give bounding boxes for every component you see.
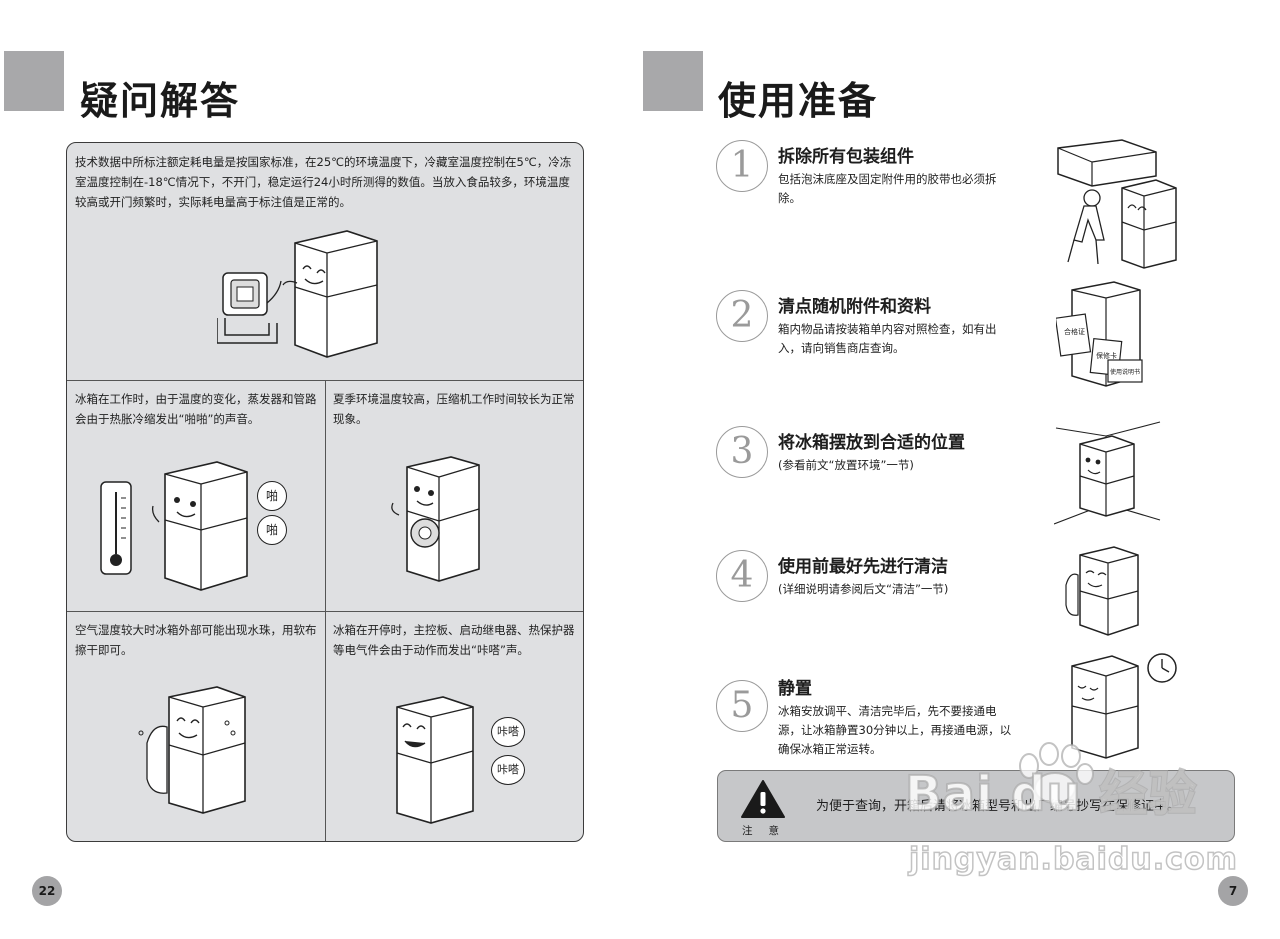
right-page-number: 7 bbox=[1218, 876, 1248, 906]
step-2-description: 箱内物品请按装箱单内容对照检查，如有出入，请向销售商店查询。 bbox=[778, 322, 997, 355]
notice-bar: 注意 为便于查询，开箱后请将冰箱型号和出厂编号抄写在保修证中。 bbox=[717, 770, 1235, 842]
left-page-title: 疑问解答 bbox=[80, 79, 241, 123]
fridge-wiping-illustration bbox=[138, 686, 246, 814]
cleaning-illustration bbox=[1065, 546, 1139, 636]
step-3-title: 将冰箱摆放到合适的位置 bbox=[778, 433, 965, 453]
step-3-number: 3 bbox=[716, 426, 768, 478]
click-bubble-2: 咔嗒 bbox=[491, 755, 525, 785]
fridge-click-illustration bbox=[396, 696, 474, 824]
accessories-illustration: 合格证 保修卡 使用说明书 bbox=[1056, 281, 1143, 387]
fridge-compressor-illustration bbox=[391, 456, 480, 582]
step-4-number: 4 bbox=[716, 550, 768, 602]
fridge-thermometer-illustration bbox=[100, 461, 248, 591]
step-5-title: 静置 bbox=[778, 679, 812, 699]
right-page-title: 使用准备 bbox=[718, 79, 879, 123]
column-divider bbox=[325, 380, 326, 841]
step-2-number: 2 bbox=[716, 290, 768, 342]
doc-label-3: 使用说明书 bbox=[1110, 368, 1140, 376]
step-3: 3 将冰箱摆放到合适的位置 (参看前文“放置环境”一节) bbox=[716, 426, 1056, 526]
step-2-title: 清点随机附件和资料 bbox=[778, 297, 931, 317]
click-bubble-1-text: 咔嗒 bbox=[497, 725, 519, 738]
bottom-left-cell-text: 空气湿度较大时冰箱外部可能出现水珠，用软布擦干即可。 bbox=[75, 623, 317, 657]
placement-illustration bbox=[1054, 421, 1161, 525]
step-4-description: (详细说明请参阅后文“清洁”一节) bbox=[778, 582, 949, 596]
step-1-title: 拆除所有包装组件 bbox=[778, 147, 914, 167]
row-divider-2 bbox=[67, 611, 583, 612]
top-cell-text: 技术数据中所标注额定耗电量是按国家标准，在25℃的环境温度下，冷藏室温度控制在5… bbox=[75, 155, 572, 209]
pop-bubble-1: 啪 bbox=[257, 481, 287, 511]
pop-bubble-2-text: 啪 bbox=[265, 523, 278, 537]
doc-label-2: 保修卡 bbox=[1096, 351, 1117, 360]
unpacking-illustration bbox=[1057, 139, 1177, 269]
click-bubble-2-text: 咔嗒 bbox=[497, 763, 519, 776]
notice-label: 注意 bbox=[742, 825, 795, 837]
left-title-block bbox=[4, 51, 64, 111]
bottom-right-cell-text: 冰箱在开停时，主控板、启动继电器、热保护器等电气件会由于动作而发出“咔嗒”声。 bbox=[333, 623, 575, 657]
step-4-title: 使用前最好先进行清洁 bbox=[778, 557, 948, 577]
pop-bubble-2: 啪 bbox=[257, 515, 287, 545]
step-2: 2 清点随机附件和资料 箱内物品请按装箱单内容对照检查，如有出入，请向销售商店查… bbox=[716, 290, 1056, 390]
step-5-number: 5 bbox=[716, 680, 768, 732]
pop-bubble-1-text: 啪 bbox=[265, 489, 278, 503]
mid-left-cell-text: 冰箱在工作时，由于温度的变化，蒸发器和管路会由于热胀冷缩发出“啪啪”的声音。 bbox=[75, 392, 317, 426]
faq-panel: 技术数据中所标注额定耗电量是按国家标准，在25℃的环境温度下，冷藏室温度控制在5… bbox=[66, 142, 584, 842]
right-title-block bbox=[643, 51, 703, 111]
watermark-url: jingyan.baidu.com bbox=[908, 841, 1238, 878]
step-1-number: 1 bbox=[716, 140, 768, 192]
warning-icon bbox=[741, 780, 785, 818]
step-5-description: 冰箱安放调平、清洁完毕后，先不要接通电源，让冰箱静置30分钟以上，再接通电源，以… bbox=[778, 704, 1012, 756]
step-4: 4 使用前最好先进行清洁 (详细说明请参阅后文“清洁”一节) bbox=[716, 550, 1056, 650]
standing-still-illustration bbox=[1071, 653, 1177, 759]
left-page-number: 22 bbox=[32, 876, 62, 906]
doc-label-1: 合格证 bbox=[1064, 327, 1085, 336]
fridge-power-socket-illustration bbox=[217, 230, 378, 358]
notice-text: 为便于查询，开箱后请将冰箱型号和出厂编号抄写在保修证中。 bbox=[816, 799, 1181, 814]
step-5: 5 静置 冰箱安放调平、清洁完毕后，先不要接通电源，让冰箱静置30分钟以上，再接… bbox=[716, 672, 1056, 772]
step-1: 1 拆除所有包装组件 包括泡沫底座及固定附件用的胶带也必须拆除。 bbox=[716, 140, 1056, 240]
click-bubble-1: 咔嗒 bbox=[491, 717, 525, 747]
mid-right-cell-text: 夏季环境温度较高，压缩机工作时间较长为正常现象。 bbox=[333, 392, 575, 426]
step-3-description: (参看前文“放置环境”一节) bbox=[778, 458, 914, 472]
step-1-description: 包括泡沫底座及固定附件用的胶带也必须拆除。 bbox=[778, 172, 997, 205]
